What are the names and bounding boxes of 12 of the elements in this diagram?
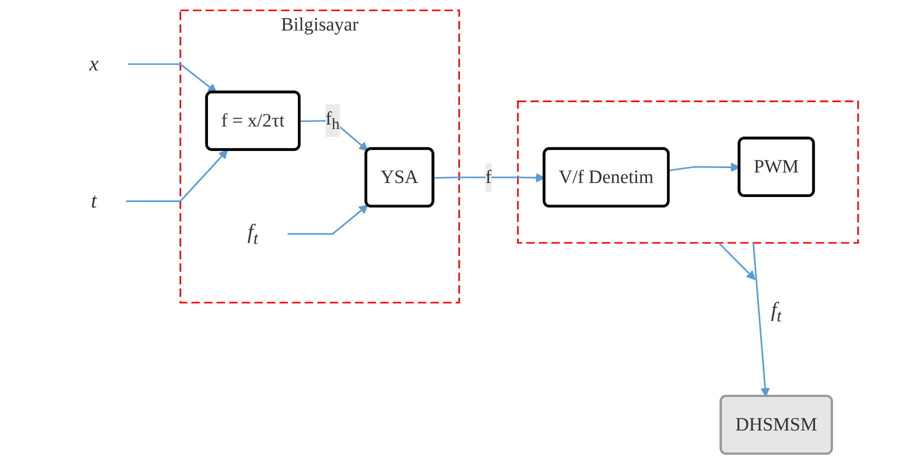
arrow [288, 204, 368, 235]
edge-label: f [485, 166, 492, 188]
cluster [517, 100, 859, 244]
arrow [126, 150, 228, 202]
node-text: t [91, 190, 97, 213]
node-text: x [89, 52, 99, 76]
arrow [718, 242, 756, 280]
node-text: f$_{t}$ [248, 220, 258, 248]
arrow [752, 242, 770, 397]
node-text: f$_{t}$ [770, 298, 782, 326]
arrow [128, 63, 217, 93]
edge-label: f$_{h}$ [325, 108, 340, 134]
